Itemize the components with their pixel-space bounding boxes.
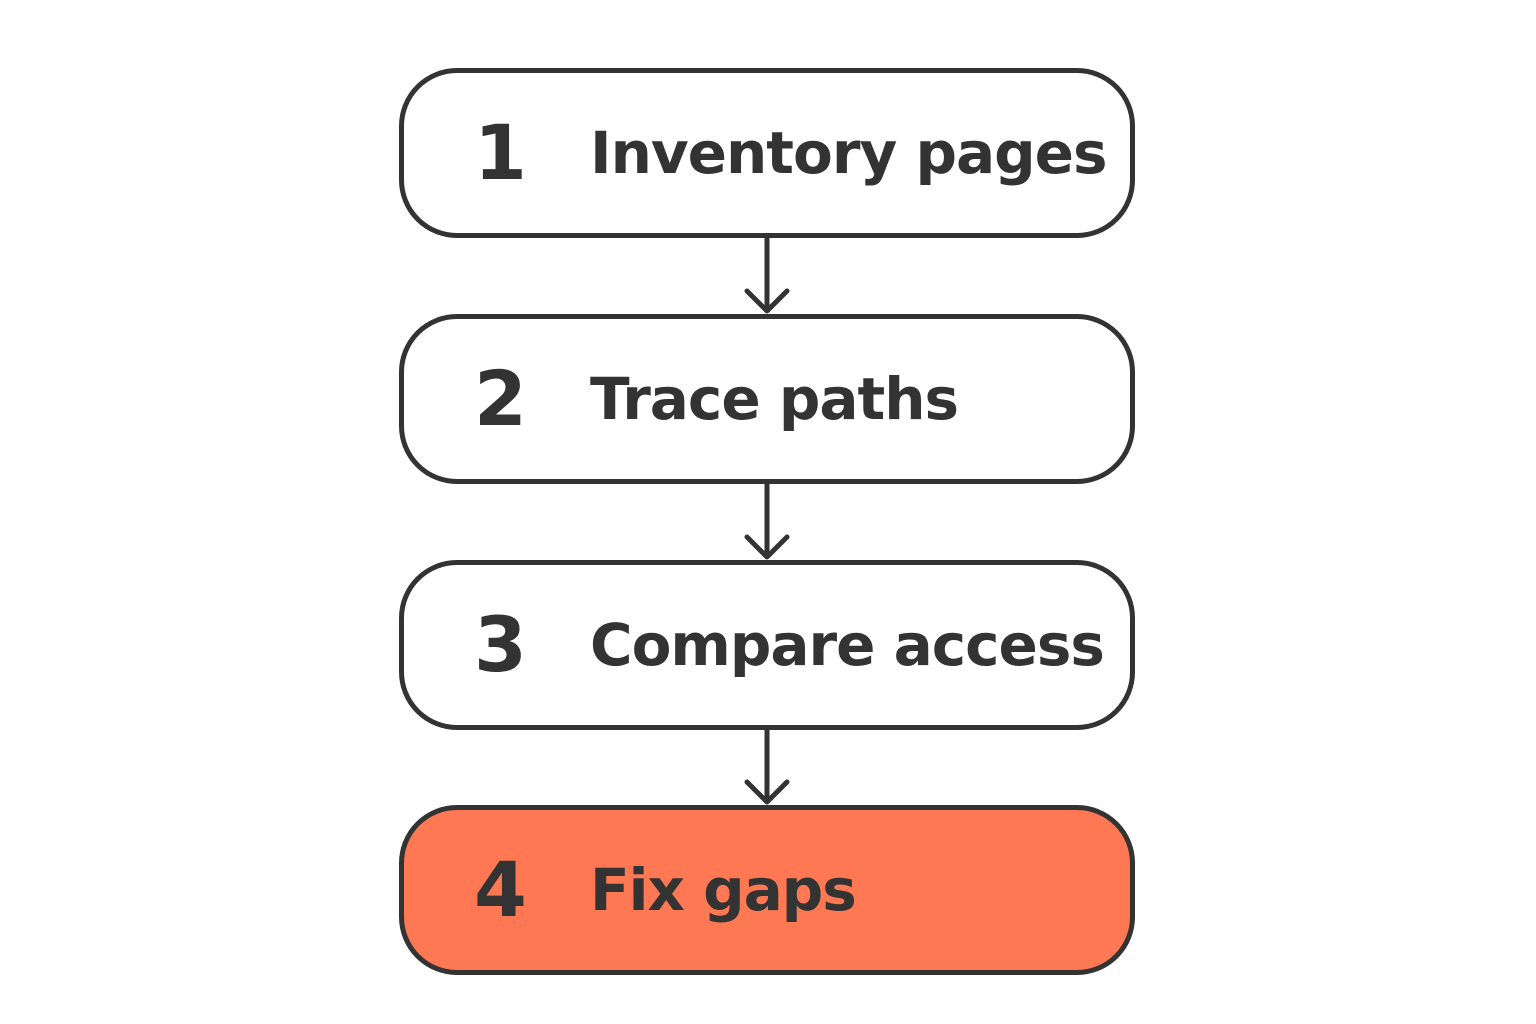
arrow-2-to-3 (744, 482, 790, 560)
step-number: 2 (474, 354, 527, 443)
step-box-1: 1 Inventory pages (399, 68, 1135, 238)
step-label: Fix gaps (590, 856, 857, 924)
step-label: Compare access (590, 611, 1105, 679)
step-box-3: 3 Compare access (399, 560, 1135, 730)
step-number: 3 (474, 600, 527, 689)
step-number: 4 (474, 845, 527, 934)
step-box-4: 4 Fix gaps (399, 805, 1135, 975)
step-label: Inventory pages (590, 119, 1108, 187)
step-label: Trace paths (590, 365, 959, 433)
step-box-2: 2 Trace paths (399, 314, 1135, 484)
arrow-1-to-2 (744, 236, 790, 314)
step-number: 1 (474, 108, 527, 197)
arrow-3-to-4 (744, 727, 790, 805)
